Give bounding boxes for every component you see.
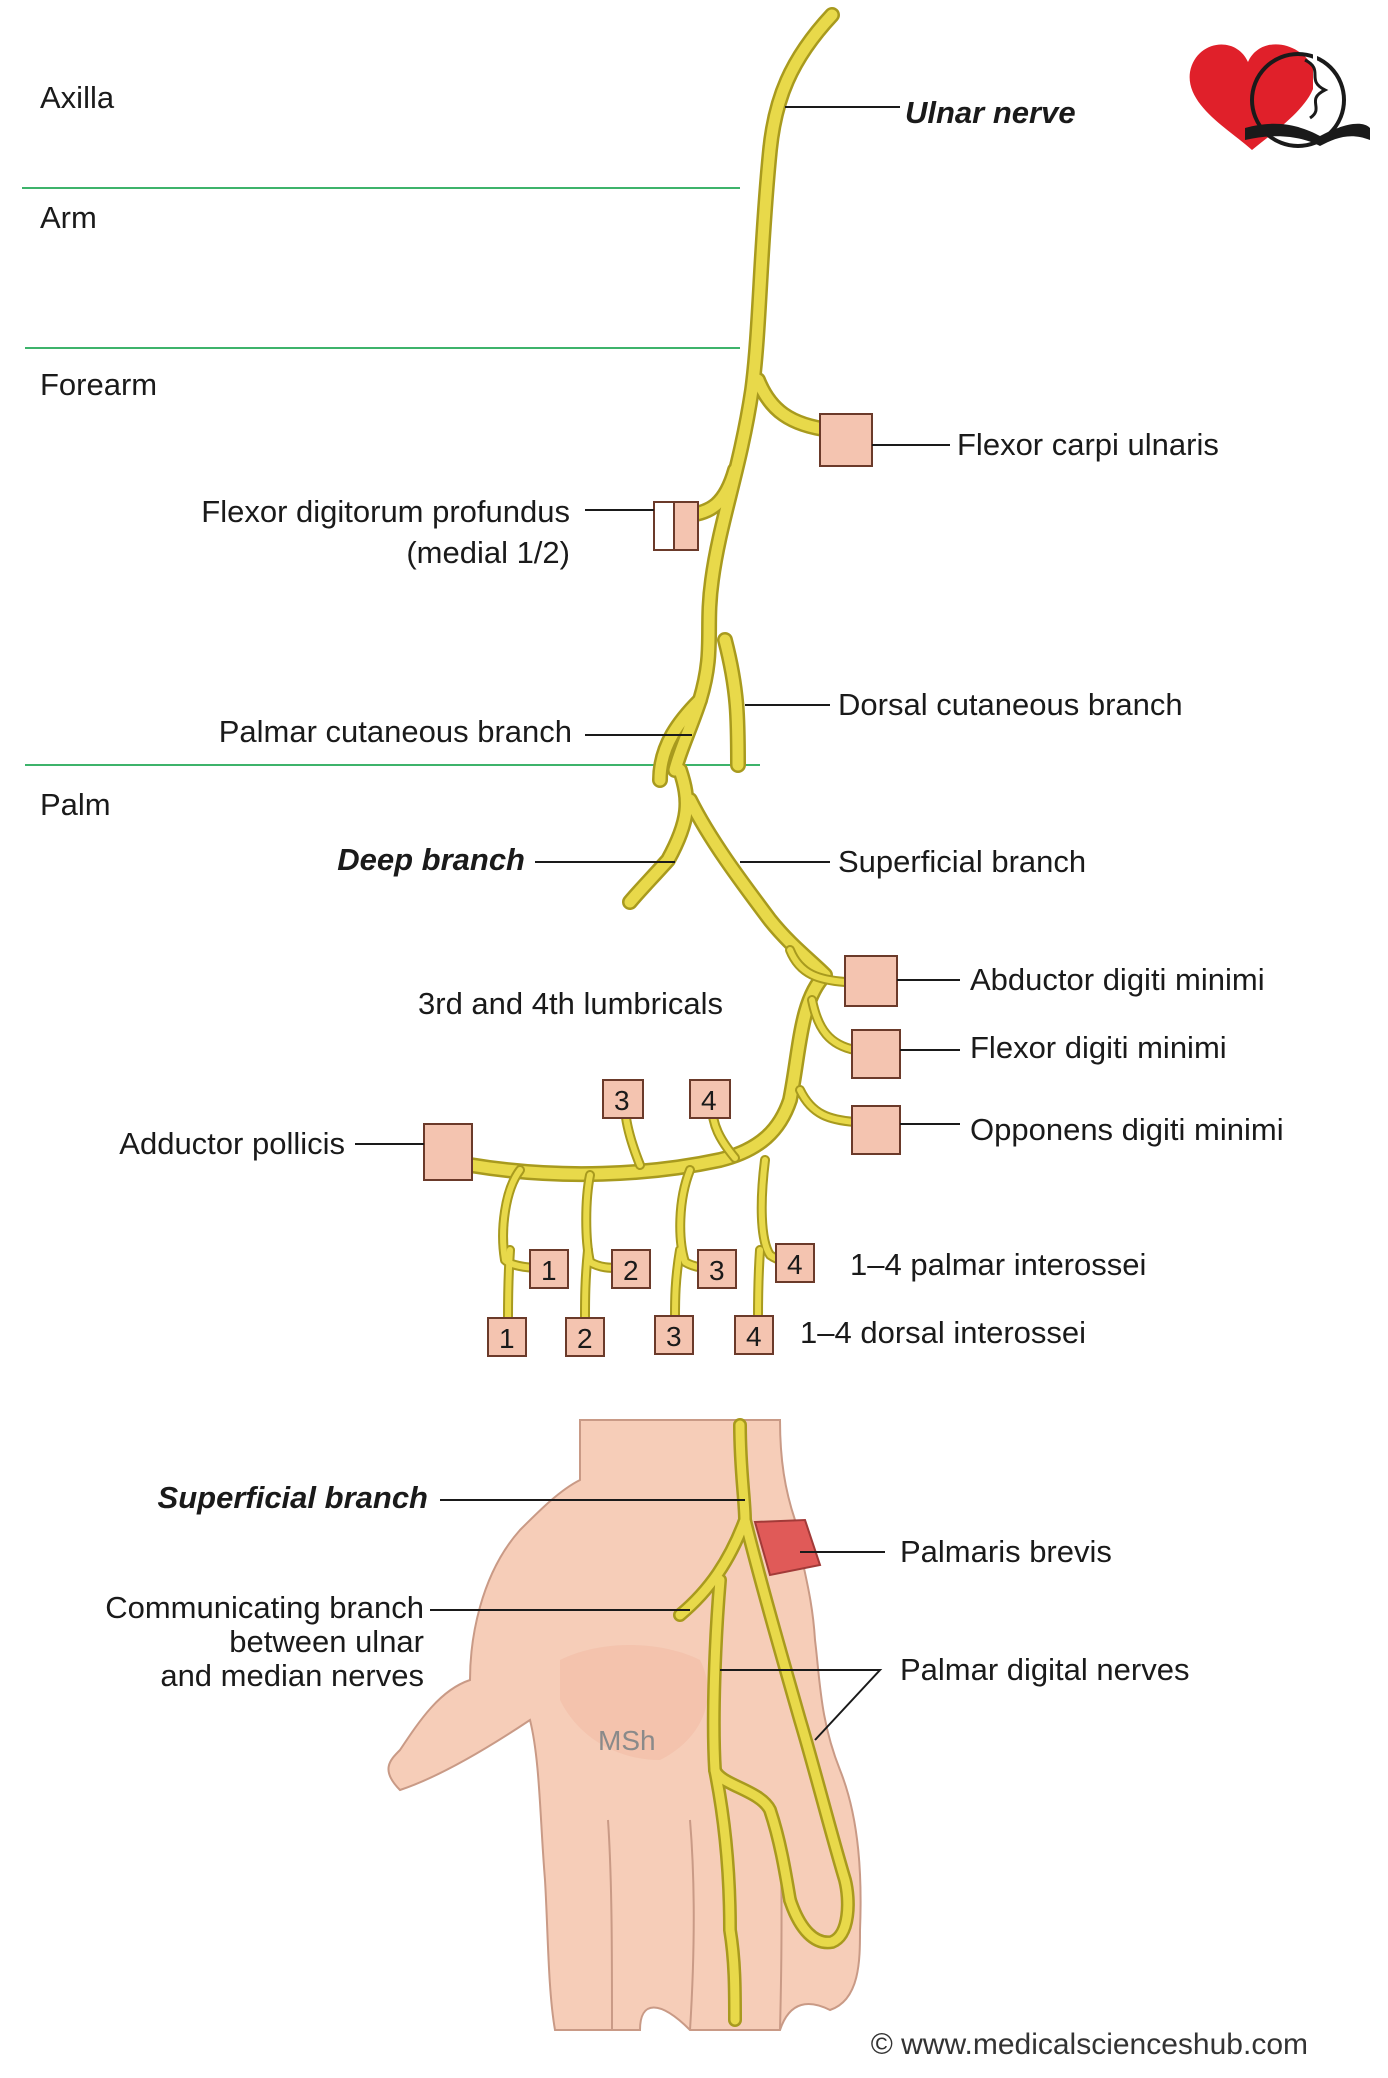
svg-text:2: 2 <box>623 1255 639 1286</box>
svg-text:1: 1 <box>499 1323 515 1354</box>
label-communicating-line1: Communicating branch <box>105 1590 424 1625</box>
label-abductor-digiti-minimi: Abductor digiti minimi <box>970 962 1265 997</box>
leader-lines <box>355 106 960 1145</box>
dorsal-interosseous-box-3: 3 <box>654 1315 694 1355</box>
lumbrical-box-3: 3 <box>602 1079 644 1119</box>
fcu-branch <box>752 374 836 436</box>
palmaris-brevis <box>753 1518 822 1577</box>
zone-label-axilla: Axilla <box>40 80 115 115</box>
svg-text:3: 3 <box>709 1255 725 1286</box>
fdp-box-unshaded-half <box>653 501 675 551</box>
dorsal-cutaneous-branch <box>719 634 744 771</box>
palmar-interosseous-box-3: 3 <box>697 1249 737 1289</box>
svg-text:1: 1 <box>541 1255 557 1286</box>
nerve-tree <box>462 7 860 1323</box>
abductor-digiti-minimi-box <box>844 955 898 1007</box>
label-fdp-line2: (medial 1/2) <box>406 535 570 570</box>
opponens-digiti-minimi-box <box>851 1105 901 1155</box>
label-palmaris-brevis: Palmaris brevis <box>900 1534 1112 1569</box>
zone-label-forearm: Forearm <box>40 367 157 402</box>
svg-text:4: 4 <box>701 1085 717 1116</box>
footer-copyright: © www.medicalscienceshub.com <box>871 2028 1308 2061</box>
dorsal-interosseous-box-1: 1 <box>487 1317 527 1357</box>
svg-text:4: 4 <box>746 1321 762 1352</box>
svg-text:3: 3 <box>666 1321 682 1352</box>
label-ulnar-nerve: Ulnar nerve <box>905 95 1076 130</box>
dorsal-interosseous-box-2: 2 <box>565 1317 605 1357</box>
logo-book-icon <box>1245 123 1370 146</box>
dorsal-interosseous-box-4: 4 <box>734 1315 774 1355</box>
label-flexor-digiti-minimi: Flexor digiti minimi <box>970 1030 1227 1065</box>
logo-caduceus-icon <box>1304 58 1329 120</box>
flexor-carpi-ulnaris-box <box>819 413 873 467</box>
label-hand-superficial-branch: Superficial branch <box>158 1480 428 1515</box>
adductor-pollicis-box <box>423 1123 473 1181</box>
lumbrical-box-4: 4 <box>689 1079 731 1119</box>
logo-stethoscope-icon <box>1250 52 1346 148</box>
hand-leader-lines <box>430 1499 885 1741</box>
label-dorsal-cutaneous: Dorsal cutaneous branch <box>838 687 1183 722</box>
svg-text:4: 4 <box>787 1249 803 1280</box>
svg-text:3: 3 <box>614 1085 630 1116</box>
palmar-interosseous-box-4: 4 <box>775 1243 815 1283</box>
ulnar-nerve-trunk <box>669 9 838 776</box>
label-fdp-line1: Flexor digitorum profundus <box>201 494 570 529</box>
superficial-to-deep-arch <box>464 794 831 1180</box>
label-flexor-carpi-ulnaris: Flexor carpi ulnaris <box>957 427 1219 462</box>
zone-label-arm: Arm <box>40 200 97 235</box>
label-deep-branch: Deep branch <box>337 842 525 877</box>
label-palmar-cutaneous: Palmar cutaneous branch <box>219 714 572 749</box>
flexor-digiti-minimi-box <box>851 1029 901 1079</box>
palmar-interosseous-box-1: 1 <box>529 1249 569 1289</box>
label-communicating-line3: and median nerves <box>160 1658 424 1693</box>
site-logo <box>1189 40 1370 150</box>
label-superficial-branch: Superficial branch <box>838 844 1086 879</box>
label-lumbricals: 3rd and 4th lumbricals <box>418 986 723 1021</box>
label-adductor-pollicis: Adductor pollicis <box>119 1126 345 1161</box>
hand-illustration: MSh <box>387 1418 862 2031</box>
zone-label-palm: Palm <box>40 787 111 822</box>
label-dorsal-interossei: 1–4 dorsal interossei <box>800 1315 1086 1350</box>
svg-text:2: 2 <box>577 1323 593 1354</box>
label-palmar-digital-nerves: Palmar digital nerves <box>900 1652 1189 1687</box>
watermark-msh: MSh <box>598 1725 656 1756</box>
label-communicating-line2: between ulnar <box>229 1624 424 1659</box>
palmar-interosseous-box-2: 2 <box>611 1249 651 1289</box>
label-opponens-digiti-minimi: Opponens digiti minimi <box>970 1112 1284 1147</box>
deep-branch <box>624 764 692 908</box>
label-palmar-interossei: 1–4 palmar interossei <box>850 1247 1146 1282</box>
